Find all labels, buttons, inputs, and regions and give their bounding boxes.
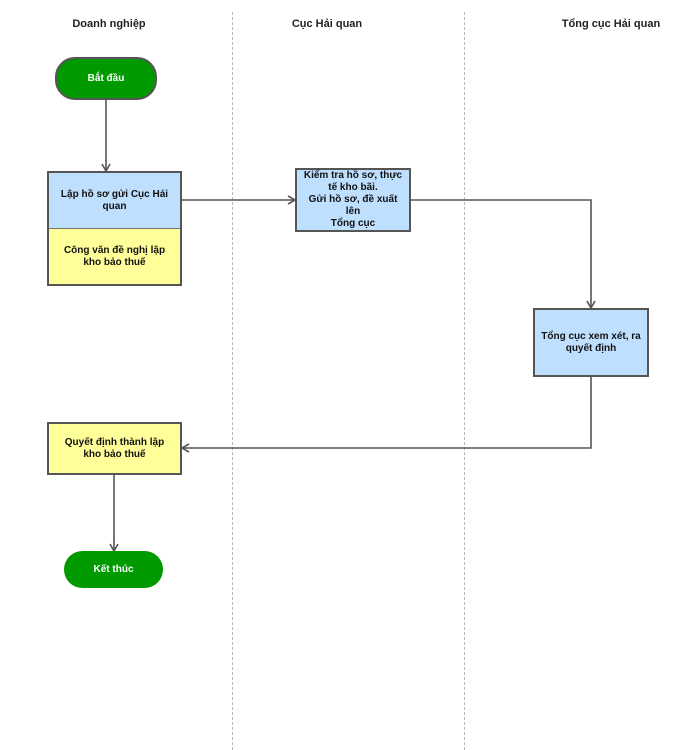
lane-title-tong-cuc-hai-quan: Tổng cục Hải quan (561, 18, 661, 30)
prepare-dossier-step: Lập hồ sơ gửi Cục Hải quan (49, 173, 180, 229)
establishment-decision-document: Quyết định thành lập kho bảo thuế (47, 422, 182, 475)
lane-title-doanh-nghiep: Doanh nghiệp (72, 18, 146, 30)
inspect-dossier-step: Kiểm tra hồ sơ, thực tế kho bãi. Gửi hồ … (295, 168, 411, 232)
arrow-inspect-to-review (411, 199, 596, 310)
lane-divider (464, 12, 465, 750)
end-terminal: Kết thúc (64, 551, 163, 588)
request-letter-document: Công văn đề nghị lập kho bảo thuế (49, 229, 180, 284)
lane-divider (232, 12, 233, 750)
lane-title-cuc-hai-quan: Cục Hải quan (291, 18, 363, 30)
arrow-review-to-decision (180, 377, 592, 453)
prepare-dossier-node: Lập hồ sơ gửi Cục Hải quan Công văn đề n… (47, 171, 182, 286)
review-decision-step: Tổng cục xem xét, ra quyết định (533, 308, 649, 377)
start-terminal: Bắt đầu (55, 57, 157, 100)
